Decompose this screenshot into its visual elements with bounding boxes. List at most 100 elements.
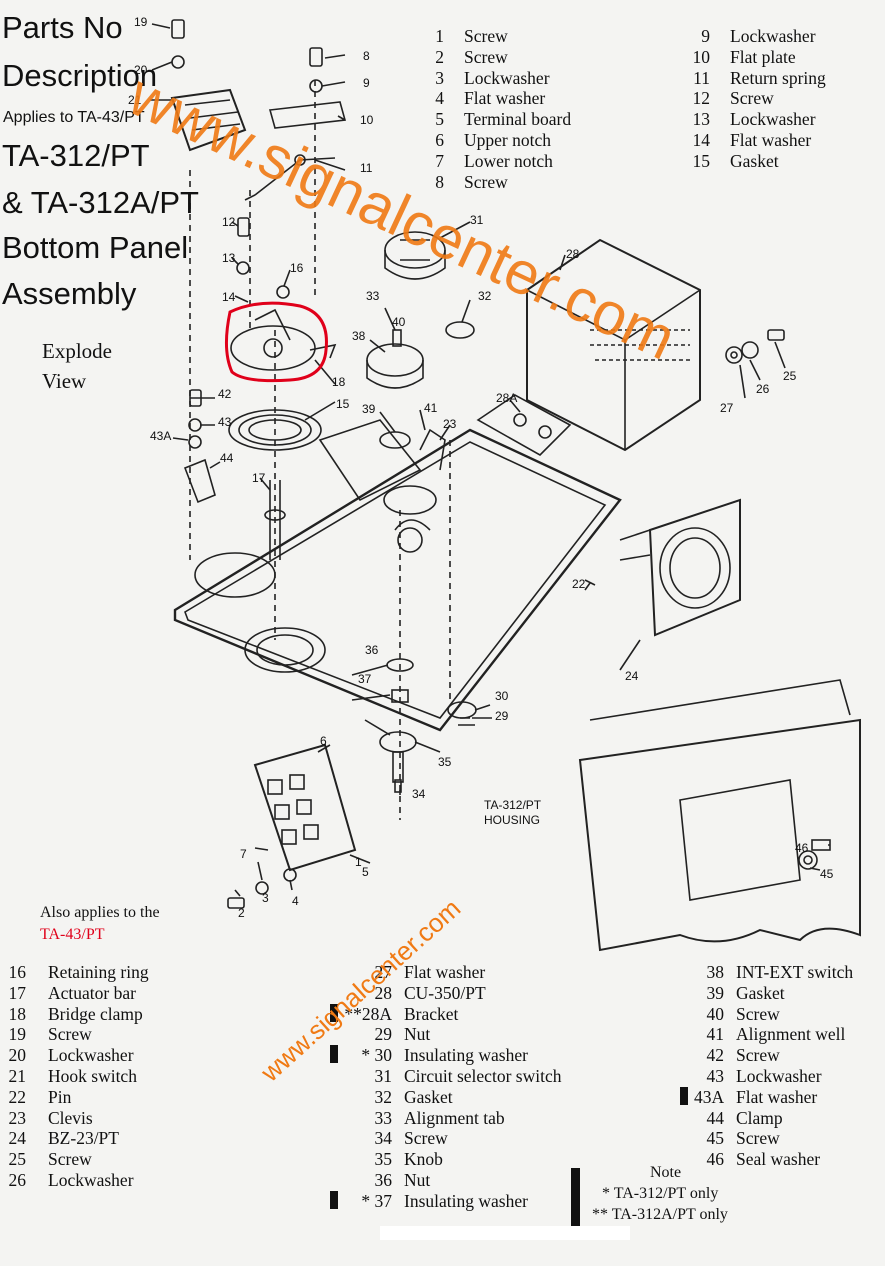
callout-number: 6 <box>320 734 327 748</box>
callout-number: 1 <box>355 855 362 869</box>
part-number: 32 <box>374 1086 393 1107</box>
note-bar <box>571 1168 580 1226</box>
callout-number: 28 <box>566 247 580 261</box>
change-bar <box>330 1190 338 1209</box>
callout-number: 20 <box>134 63 148 77</box>
callout-number: 22 <box>572 577 586 591</box>
part-description: Bracket <box>404 1003 459 1024</box>
title-applies-to: Applies to TA-43/PT <box>3 109 145 126</box>
callout-number: 39 <box>362 402 376 416</box>
part-number: 15 <box>692 150 711 171</box>
part-description: Lower notch <box>464 150 553 171</box>
part-description: Upper notch <box>464 129 551 150</box>
part-description: Return spring <box>730 67 826 88</box>
part-number: 11 <box>693 67 710 88</box>
part-number: 4 <box>435 88 444 109</box>
parts-list-item: 6 Upper notch <box>430 130 571 151</box>
part-description: Screw <box>730 88 774 109</box>
part-number: 10 <box>692 46 711 67</box>
callout-number: 27 <box>720 401 734 415</box>
callout-number: 42 <box>218 387 232 401</box>
part-number: 25 <box>8 1149 27 1170</box>
callout-number: 29 <box>495 709 509 723</box>
part-number: 31 <box>374 1065 393 1086</box>
callout-number: 26 <box>756 382 770 396</box>
part-description: Lockwasher <box>48 1169 134 1190</box>
callout-number: 32 <box>478 289 492 303</box>
part-description: Lockwasher <box>736 1065 822 1086</box>
callout-number: 36 <box>365 643 379 657</box>
parts-list-item: 33 Alignment tab <box>330 1108 561 1129</box>
housing-label-model: TA-312/PT <box>484 798 542 812</box>
part-number: 7 <box>435 150 444 171</box>
part-description: Gasket <box>404 1086 453 1107</box>
part-description: Clamp <box>736 1107 783 1128</box>
part-number: 39 <box>706 982 725 1003</box>
callout-number: 14 <box>222 290 236 304</box>
callout-number: 25 <box>783 369 797 383</box>
callout-number: 12 <box>222 215 236 229</box>
explode-label: Explode <box>42 339 112 363</box>
part-description: Flat washer <box>404 962 486 982</box>
part-description: Screw <box>48 1024 92 1045</box>
part-number: 33 <box>374 1107 393 1128</box>
callout-number: 43 <box>218 415 232 429</box>
part-description: Hook switch <box>48 1065 137 1086</box>
part-description: Screw <box>736 1003 780 1024</box>
part-number: 45 <box>706 1128 725 1149</box>
part-description: Alignment tab <box>404 1107 505 1128</box>
part-number: 35 <box>374 1149 393 1170</box>
parts-list-item: 15 Gasket <box>690 151 826 172</box>
parts-list-item: 7 Lower notch <box>430 151 571 172</box>
callout-number: 46 <box>795 841 809 855</box>
part-number: 6 <box>435 129 444 150</box>
part-number: 29 <box>374 1024 393 1045</box>
part-description: Clevis <box>48 1107 93 1128</box>
part-number: 2 <box>435 46 444 67</box>
callout-number: 19 <box>134 15 148 29</box>
callout-number: 23 <box>443 417 457 431</box>
part-number: 34 <box>374 1128 393 1149</box>
part-description: Insulating washer <box>404 1045 528 1066</box>
part-description: CU-350/PT <box>404 982 486 1003</box>
part-description: Gasket <box>730 150 779 171</box>
part-number: 44 <box>706 1107 725 1128</box>
part-number: 19 <box>8 1024 27 1045</box>
part-number: 22 <box>8 1086 27 1107</box>
part-description: Nut <box>404 1169 431 1190</box>
part-description: Screw <box>464 46 508 67</box>
change-bar <box>330 1003 338 1022</box>
part-number: 21 <box>8 1065 27 1086</box>
part-description: Screw <box>404 1128 448 1149</box>
callout-number: 7 <box>240 847 247 861</box>
part-number: 27 <box>374 962 393 982</box>
part-description: Retaining ring <box>48 962 149 982</box>
part-description: Flat plate <box>730 46 796 67</box>
callout-number: 44 <box>220 451 234 465</box>
title-model-alt: & TA-312A/PT <box>2 185 199 220</box>
callout-number: 21 <box>128 93 142 107</box>
part-description: Flat washer <box>736 1086 818 1107</box>
part-description: Flat washer <box>730 129 812 150</box>
part-description: Terminal board <box>464 109 572 130</box>
